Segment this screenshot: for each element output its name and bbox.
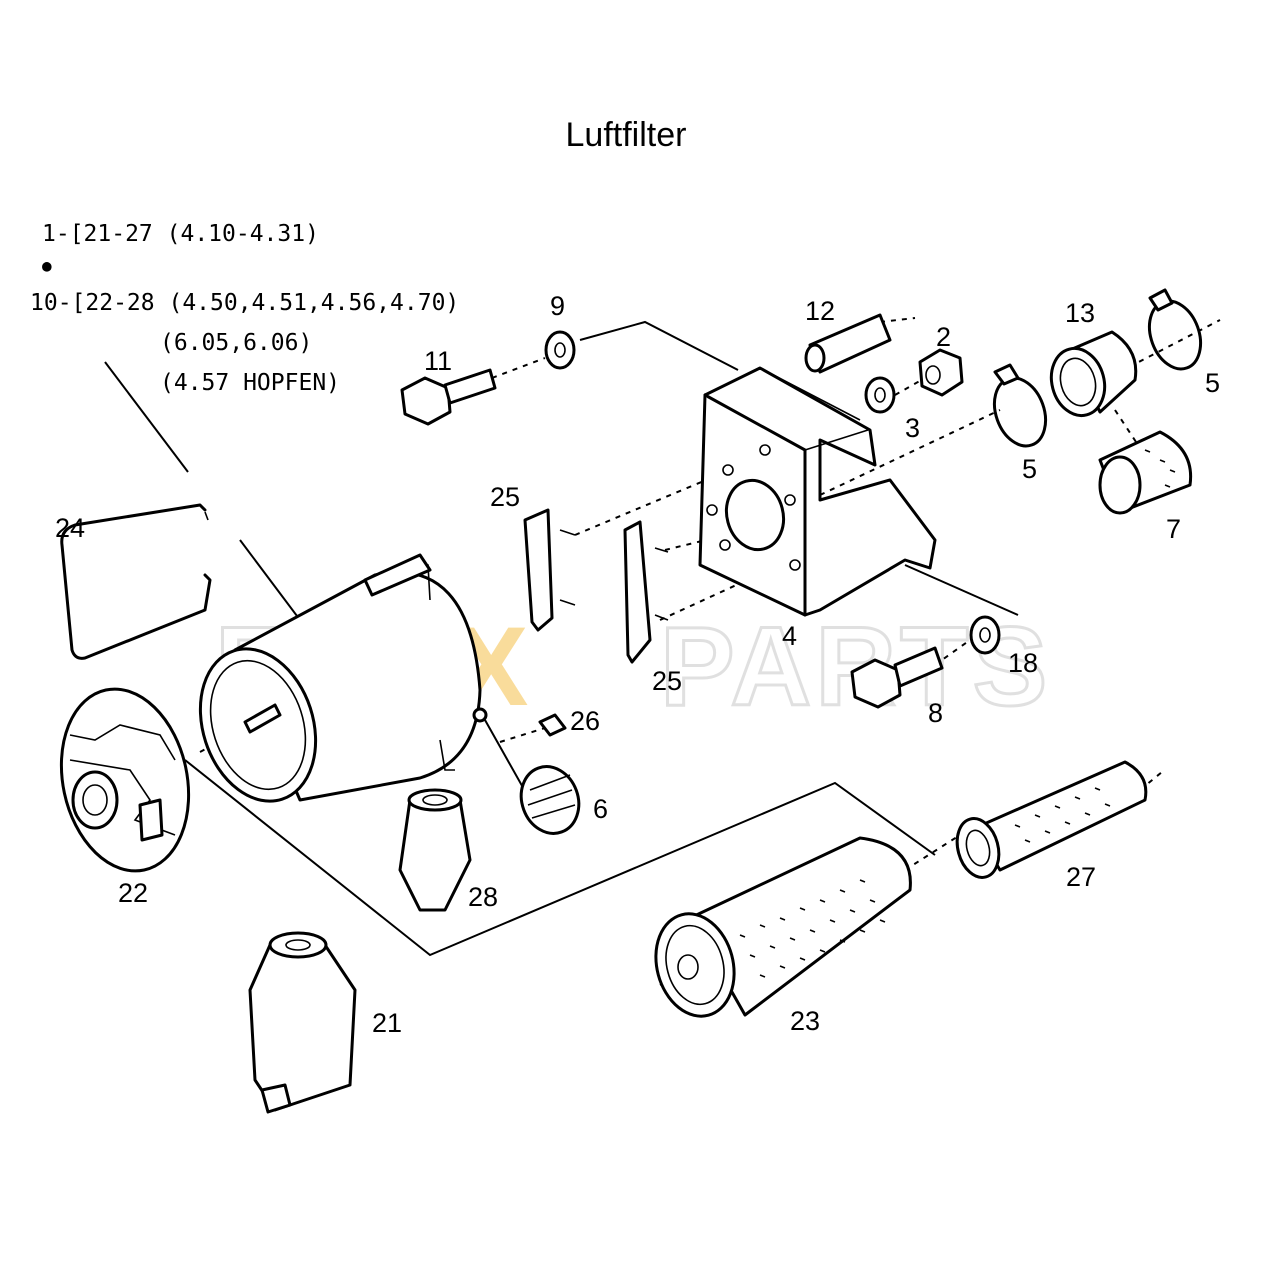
model-note-line-1: 1-[21-27 (4.10-4.31) [42, 221, 319, 247]
callout-9: 9 [550, 291, 565, 321]
part-11-bolt [400, 368, 497, 426]
model-note-line-2: 10-[22-28 (4.50,4.51,4.56,4.70) [30, 290, 460, 316]
callout-6: 6 [593, 794, 608, 824]
callout-23: 23 [790, 1006, 820, 1036]
callout-12: 12 [805, 296, 835, 326]
part-7-filter-sleeve [1098, 430, 1193, 515]
callout-5-lower: 5 [1022, 454, 1037, 484]
part-1-filter-housing [198, 553, 488, 803]
part-4-bracket [698, 366, 937, 617]
model-note-bullet: ● [42, 256, 52, 275]
part-18-washer [969, 615, 1001, 655]
callout-25-upper: 25 [490, 482, 520, 512]
model-note-line-3: (6.05,6.06) [160, 330, 313, 356]
callout-25-lower: 25 [652, 666, 682, 696]
callout-21: 21 [372, 1008, 402, 1038]
callout-26: 26 [570, 706, 600, 736]
part-13-hose [1049, 330, 1138, 418]
diagram-title: Luftfilter [565, 116, 687, 154]
callout-27: 27 [1066, 862, 1096, 892]
callouts: 2 3 4 5 5 6 7 8 9 11 12 13 18 21 22 23 2… [55, 291, 1220, 1038]
callout-2: 2 [936, 322, 951, 352]
part-5-clamp-lower [992, 363, 1048, 448]
part-22-end-cover [59, 687, 191, 873]
callout-13: 13 [1065, 298, 1095, 328]
part-25-clip-upper [523, 508, 576, 632]
callout-7: 7 [1166, 514, 1181, 544]
part-27-safety-element [955, 760, 1148, 879]
model-note-line-4: (4.57 HOPFEN) [160, 370, 341, 396]
callout-24: 24 [55, 513, 85, 543]
part-5-clamp-upper [1147, 288, 1203, 371]
part-9-washer [544, 330, 576, 370]
part-12-sleeve [804, 313, 892, 374]
callout-8: 8 [928, 698, 943, 728]
callout-4: 4 [782, 621, 797, 651]
part-2-nut [918, 348, 964, 397]
callout-22: 22 [118, 878, 148, 908]
part-8-bolt [850, 646, 944, 709]
part-3-lock-washer [864, 376, 896, 414]
callout-5-upper: 5 [1205, 368, 1220, 398]
callout-28: 28 [468, 882, 498, 912]
callout-3: 3 [905, 413, 920, 443]
callout-18: 18 [1008, 648, 1038, 678]
part-26-plug [538, 713, 567, 737]
part-24-gasket [60, 503, 212, 660]
part-21-dust-valve [248, 931, 357, 1114]
callout-11: 11 [424, 346, 452, 376]
part-6-valve [519, 765, 581, 835]
part-25-clip-lower [623, 520, 669, 664]
part-23-filter-element [654, 836, 912, 1018]
part-28-dust-valve [398, 788, 472, 912]
